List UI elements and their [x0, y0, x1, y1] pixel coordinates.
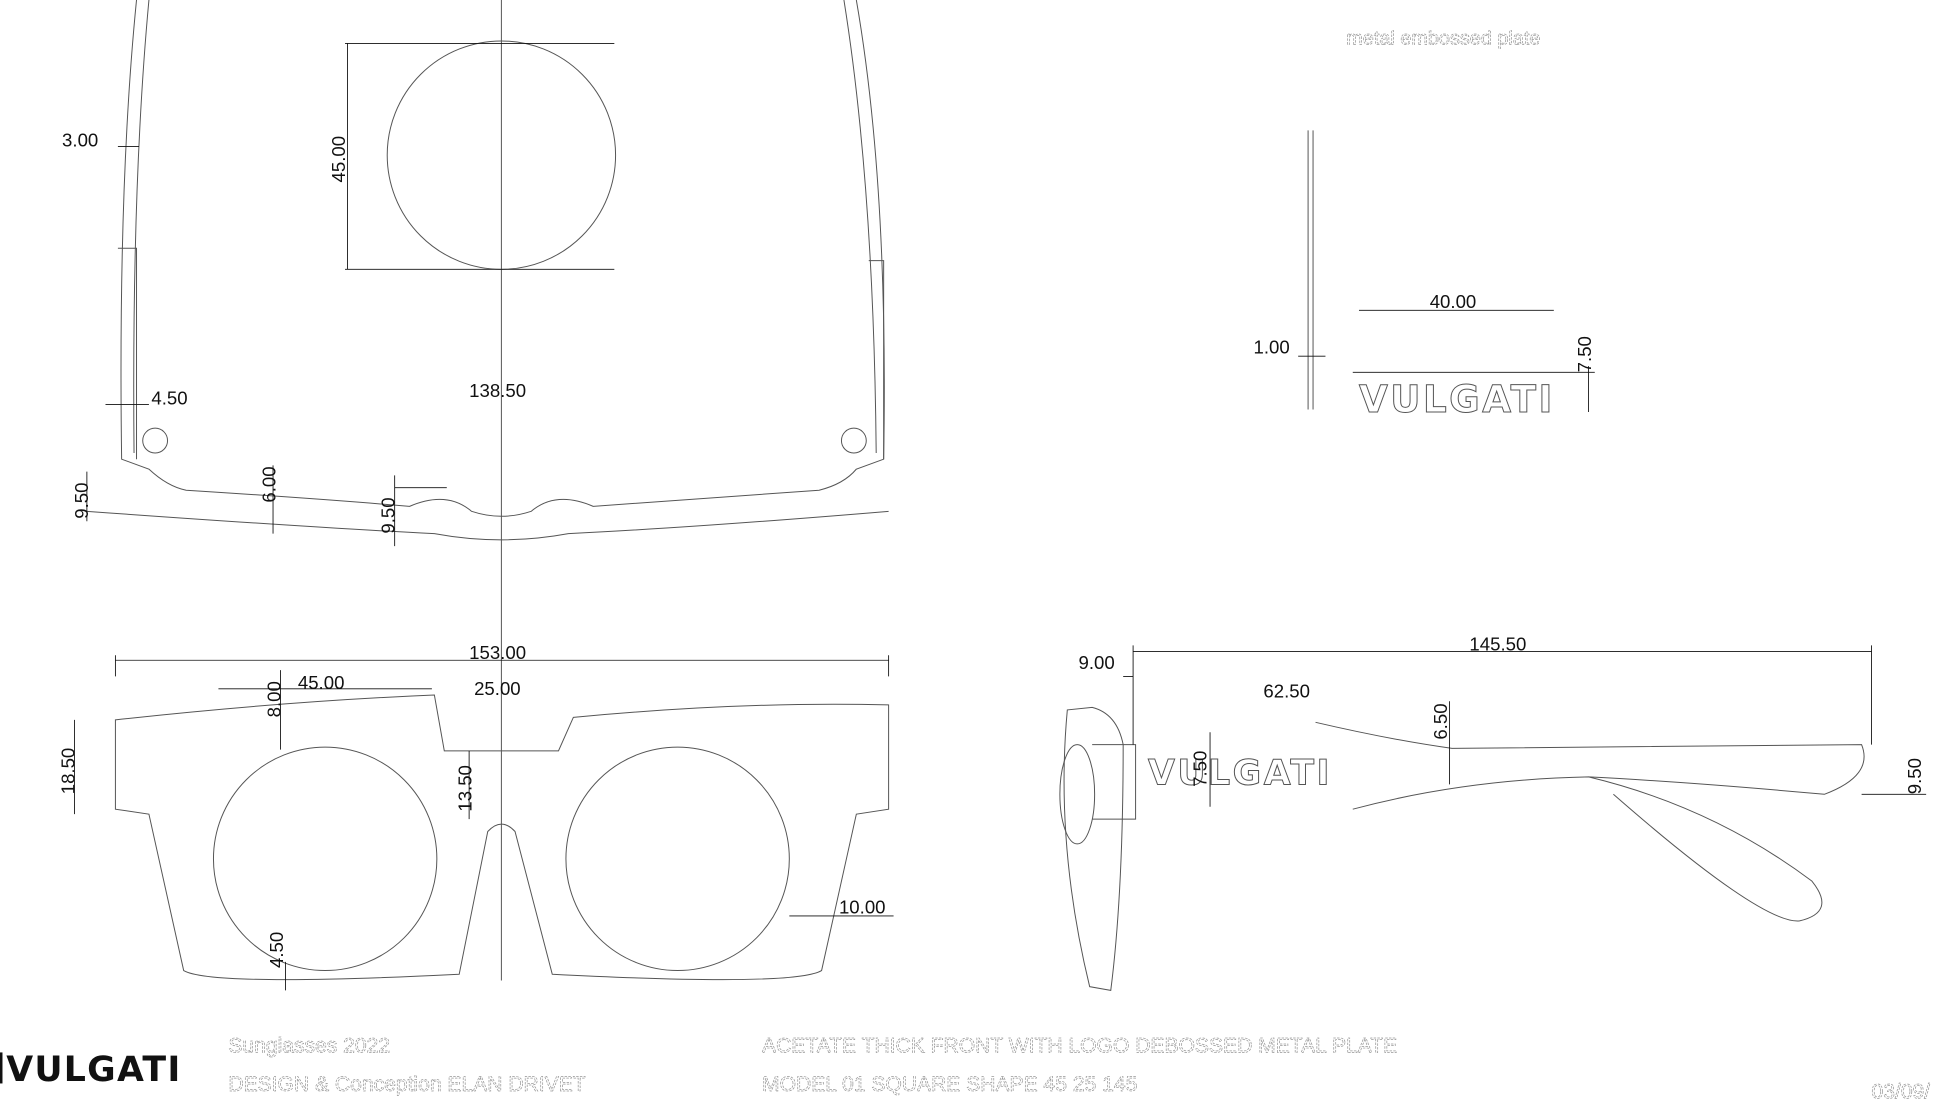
- dim-plate-width: 40.00: [1430, 291, 1477, 312]
- top-view: 3.00 45.00 4.50 138.50 9.50 6.00 9.50: [62, 0, 889, 547]
- dim-temple-height: 6.50: [1430, 703, 1451, 739]
- plate-note: metal embossed plate: [1346, 28, 1540, 50]
- dim-front-thickness: 9.00: [1078, 652, 1114, 673]
- dim-plate-thickness: 1.00: [1253, 337, 1289, 358]
- brand-logo: VULGATI: [6, 1050, 181, 1090]
- dim-plate-side-height: 7.50: [1189, 751, 1210, 787]
- dim-bridge-height: 13.50: [455, 765, 476, 812]
- dim-temple-tip: 9.50: [1904, 758, 1925, 794]
- dim-side-rim: 10.00: [839, 896, 886, 917]
- plate-view: metal embossed plate VULGATI 40.00 1.00 …: [1253, 27, 1595, 421]
- dim-side-height: 18.50: [57, 748, 78, 795]
- dim-temple-length: 145.50: [1469, 633, 1526, 654]
- dim-top-rim: 8.00: [263, 681, 284, 717]
- dim-total-width: 153.00: [469, 642, 526, 663]
- dim-frame-thickness: 3.00: [62, 129, 98, 150]
- designer-label: DESIGN & Conception ELAN DRIVET: [228, 1073, 585, 1096]
- plate-logo-top: VULGATI: [1359, 377, 1555, 421]
- dim-bridge-depth: 9.50: [378, 497, 399, 533]
- collection-label: Sunglasses 2022: [228, 1034, 390, 1057]
- side-view: VULGATI 145.50 9.00 62.50 6.50 7.50 9.50: [1059, 633, 1927, 991]
- front-view: 153.00 45.00 8.00 25.00 18.50 13.50 10.0…: [57, 642, 894, 991]
- description-label: ACETATE THICK FRONT WITH LOGO DEBOSSED M…: [762, 1034, 1397, 1057]
- dim-plate-height: 7.50: [1574, 336, 1595, 372]
- plate-logo-side: VULGATI: [1148, 753, 1332, 793]
- date-label: 03/09/: [1872, 1080, 1931, 1103]
- dim-bridge-width: 25.00: [474, 678, 521, 699]
- dim-rim-depth: 6.00: [259, 466, 280, 502]
- dim-inner-width: 138.50: [469, 380, 526, 401]
- dim-hinge: 4.50: [151, 388, 187, 409]
- dim-front-depth: 9.50: [71, 483, 92, 519]
- dim-plate-position: 62.50: [1263, 680, 1310, 701]
- dim-bottom-rim: 4.50: [266, 932, 287, 968]
- model-label: MODEL 01 SQUARE SHAPE 45 25 145: [762, 1073, 1137, 1096]
- dim-lens-height: 45.00: [328, 136, 349, 183]
- title-block: VULGATI Sunglasses 2022 DESIGN & Concept…: [0, 1034, 1931, 1104]
- dim-lens-width: 45.00: [298, 672, 345, 693]
